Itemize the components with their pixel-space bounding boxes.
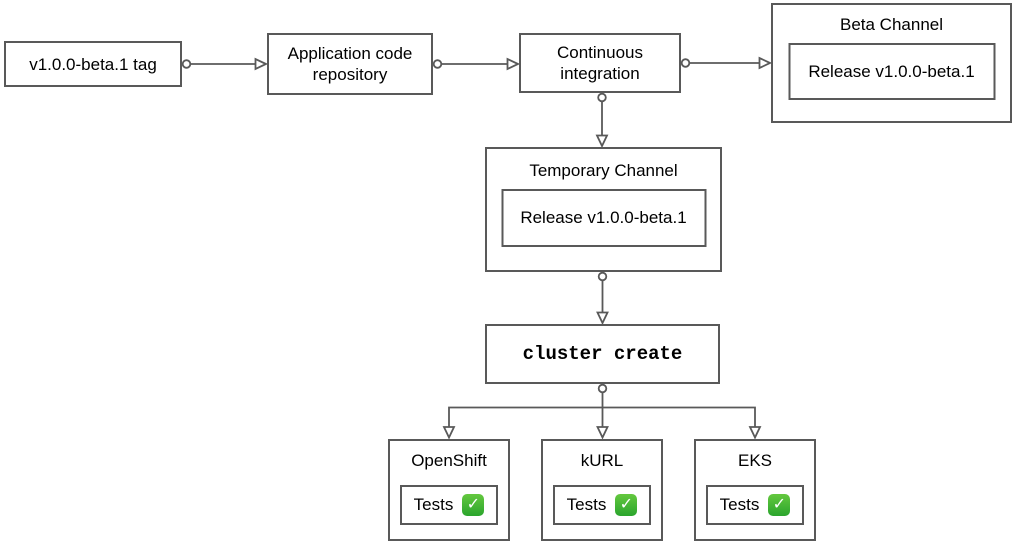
beta-channel-title: Beta Channel (839, 15, 944, 34)
connector-tag-to-repo (181, 57, 269, 71)
group-platform-openshift: OpenShift Tests ✓ (388, 439, 510, 541)
check-passed-icon: ✓ (768, 494, 791, 516)
group-platform-eks: EKS Tests ✓ (694, 439, 816, 541)
check-passed-icon: ✓ (615, 494, 638, 516)
eks-tests-box: Tests ✓ (706, 485, 804, 525)
beta-channel-release-label: Release v1.0.0-beta.1 (808, 61, 975, 81)
node-cluster-create: cluster create (485, 324, 720, 384)
eks-title: EKS (737, 451, 773, 470)
connector-ci-to-temporary-channel (595, 92, 609, 149)
connector-cluster-create-to-platforms (442, 383, 762, 440)
node-version-tag: v1.0.0-beta.1 tag (4, 41, 182, 87)
version-tag-label: v1.0.0-beta.1 tag (29, 54, 157, 74)
temporary-channel-release-box: Release v1.0.0-beta.1 (501, 189, 706, 247)
group-platform-kurl: kURL Tests ✓ (541, 439, 663, 541)
check-passed-icon: ✓ (462, 494, 485, 516)
openshift-tests-label: Tests (413, 495, 454, 514)
connector-repo-to-ci (432, 57, 521, 71)
application-code-repository-label: Application code repository (287, 44, 413, 84)
group-beta-channel: Beta Channel Release v1.0.0-beta.1 (771, 3, 1012, 123)
connector-temporary-channel-to-cluster-create (596, 271, 609, 326)
eks-tests-label: Tests (719, 495, 760, 514)
kurl-tests-label: Tests (566, 495, 607, 514)
continuous-integration-label: Continuous integration (556, 43, 643, 83)
openshift-title: OpenShift (411, 451, 487, 470)
temporary-channel-release-label: Release v1.0.0-beta.1 (520, 208, 687, 227)
connector-ci-to-beta-channel (680, 56, 773, 70)
kurl-tests-box: Tests ✓ (553, 485, 651, 525)
beta-channel-release-box: Release v1.0.0-beta.1 (788, 43, 995, 100)
cluster-create-label: cluster create (522, 342, 683, 365)
group-temporary-channel: Temporary Channel Release v1.0.0-beta.1 (485, 147, 722, 272)
node-application-code-repository: Application code repository (267, 33, 433, 95)
temporary-channel-title: Temporary Channel (529, 161, 678, 180)
openshift-tests-box: Tests ✓ (400, 485, 498, 525)
node-continuous-integration: Continuous integration (519, 33, 681, 93)
kurl-title: kURL (580, 451, 624, 470)
